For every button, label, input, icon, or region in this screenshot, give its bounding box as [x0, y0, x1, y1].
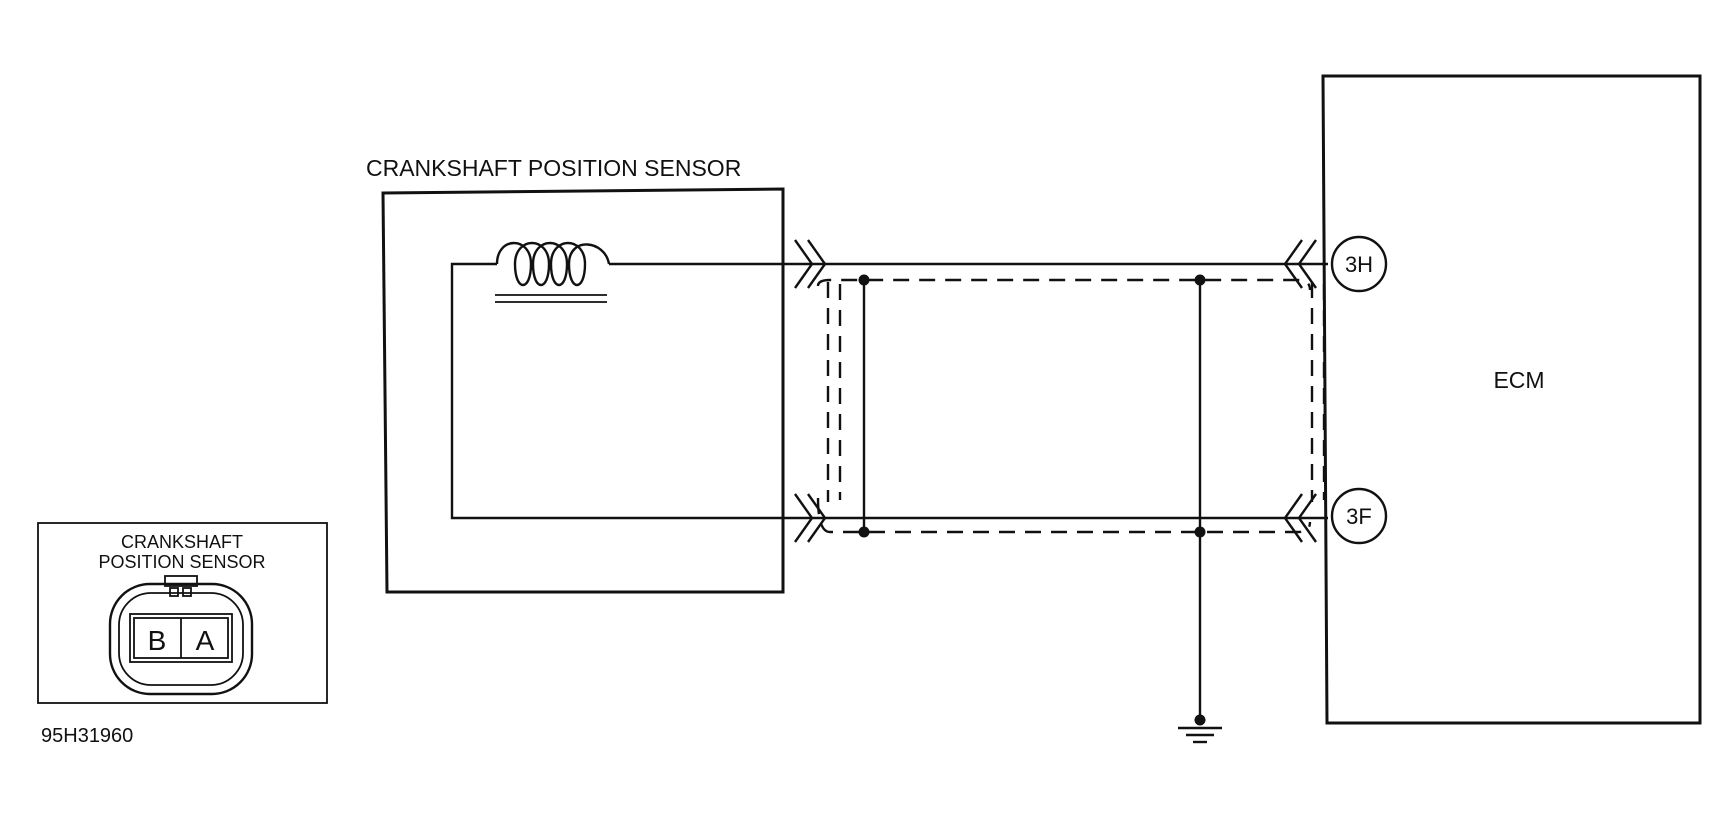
splice-dot	[1194, 274, 1206, 286]
pin-a-label: A	[196, 625, 215, 656]
sensor-internal-wire	[450, 262, 805, 520]
sensor-connector-chevrons	[794, 239, 827, 543]
connector-view-title-1: CRANKSHAFT	[121, 532, 243, 552]
splice-dot	[858, 526, 870, 538]
sensor-housing	[381, 187, 785, 594]
pin-b-label: B	[148, 625, 167, 656]
terminal-3h: 3H	[1330, 235, 1388, 293]
ecm-housing	[1321, 74, 1702, 725]
sensor-title: CRANKSHAFT POSITION SENSOR	[366, 155, 741, 181]
connector-view-inset: CRANKSHAFT POSITION SENSOR B A	[37, 522, 328, 704]
coil-icon	[495, 241, 805, 303]
ground-icon	[1178, 532, 1222, 744]
terminal-3h-label: 3H	[1345, 252, 1373, 277]
connector-view-title-2: POSITION SENSOR	[98, 552, 265, 572]
ecm-label: ECM	[1493, 367, 1544, 393]
ecm-block: ECM 3H 3F	[1321, 74, 1702, 725]
terminal-3f: 3F	[1330, 487, 1388, 545]
connector-face-icon: B A	[108, 575, 254, 696]
terminal-3f-label: 3F	[1346, 504, 1372, 529]
figure-code: 95H31960	[41, 725, 133, 747]
splice-dot	[858, 274, 870, 286]
wire-shield	[816, 274, 1326, 538]
sensor-block: CRANKSHAFT POSITION SENSOR	[366, 155, 805, 594]
